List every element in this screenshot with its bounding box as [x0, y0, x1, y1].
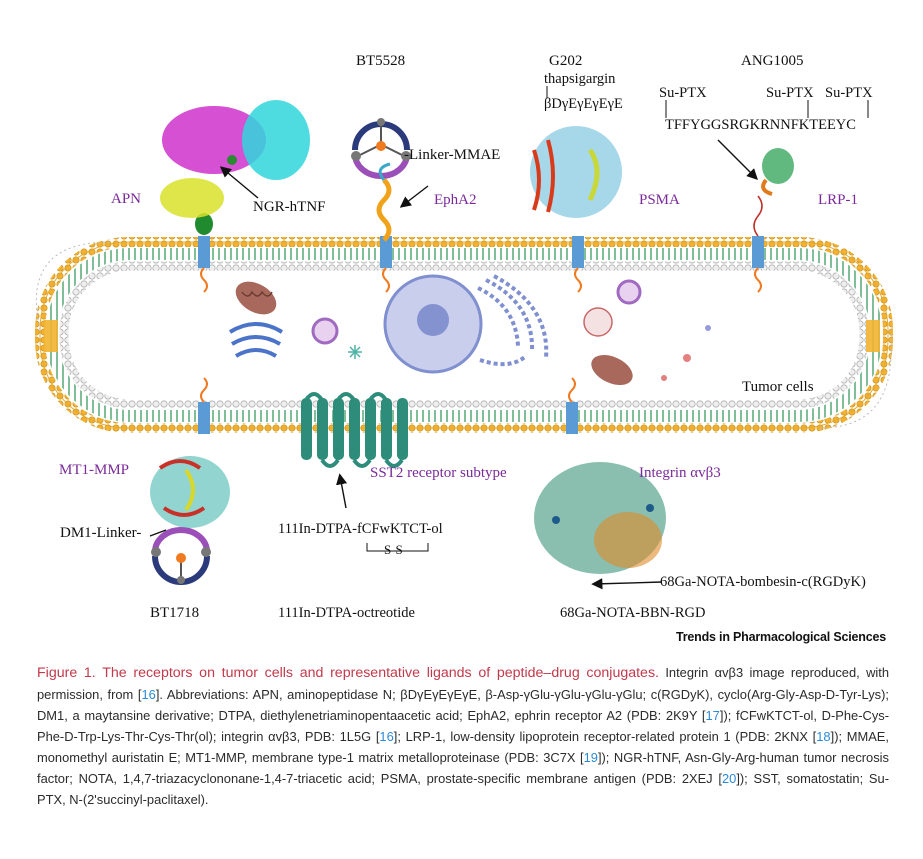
mt1mmp-protein-structure: [150, 456, 230, 528]
reference-link[interactable]: 17: [705, 708, 720, 723]
ligand-label-su-ptx: Su-PTX: [766, 85, 814, 101]
caption-text: ]; LRP-1, low-density lipoprotein recept…: [393, 729, 817, 744]
reference-link[interactable]: 16: [141, 687, 156, 702]
ligand-label-dm1-linker: DM1-Linker-: [60, 525, 142, 541]
caption-text: ]); fCFwKTCT-ol, D-Phe-Cys-Phe-D-Trp-Lys…: [37, 708, 890, 744]
centrosome: [348, 345, 362, 359]
caption-text: ]); SST, somatostatin; Su-PTX, N-(2'succ…: [37, 771, 889, 807]
mitochondrion-left: [235, 281, 277, 315]
arrow: [717, 139, 758, 180]
psma-receptor: [572, 236, 584, 293]
integrin-protein-structure: [534, 462, 666, 574]
reference-link[interactable]: 16: [379, 729, 394, 744]
caption-text: Integrin αvβ3 image reproduced, with per…: [37, 665, 889, 702]
bicyclic-peptide-bt1718: [151, 527, 211, 585]
caption-text: ]. Abbreviations: APN, aminopeptidase N;…: [37, 687, 889, 723]
sst2-receptor: [301, 392, 408, 468]
caption-text: ]); NGR-hTNF, Asn-Gly-Arg-human tumor ne…: [37, 750, 889, 786]
lrp1-receptor: [752, 195, 764, 293]
ligand-label-linker-mmae: -Linker-MMAE: [404, 147, 501, 163]
ligand-label-ang-sequence: TFFYGGSRGKRNNFKTEEYC: [665, 117, 856, 133]
caption-title: Figure 1. The receptors on tumor cells a…: [37, 665, 659, 681]
apn-protein-structure: [160, 100, 310, 218]
cell-label: Tumor cells: [742, 379, 814, 395]
ligand-label-thapsigargin: thapsigargin: [544, 71, 616, 87]
figure-panel: BT5528 G202 ANG1005 thapsigargin βDγEγEγ…: [35, 53, 893, 621]
caption-text: ]); MMAE, monomethyl auristatin E; MT1-M…: [37, 729, 889, 765]
receptor-label-psma: PSMA: [639, 192, 680, 208]
reference-link[interactable]: 19: [583, 750, 598, 765]
receptor-label-mt1mmp: MT1-MMP: [59, 462, 130, 478]
ligand-label-bdgegege: βDγEγEγEγE: [544, 96, 623, 112]
reference-link[interactable]: 18: [816, 729, 831, 744]
arrow: [399, 185, 429, 208]
mitochondrion-right: [591, 354, 633, 386]
cell-membrane: [35, 237, 893, 433]
epha2-receptor: [380, 236, 392, 293]
ligand-label-dtpa-peptide: 111In-DTPA-fCFwKTCT-ol: [278, 521, 443, 537]
receptor-label-lrp1: LRP-1: [818, 192, 859, 208]
arrow: [149, 529, 167, 537]
figure-caption: Figure 1. The receptors on tumor cells a…: [37, 662, 889, 810]
mt1mmp-receptor: [198, 377, 210, 434]
integrin-receptor: [566, 377, 578, 434]
receptor-label-integrin: Integrin αvβ3: [639, 465, 721, 481]
ligand-label-su-ptx: Su-PTX: [825, 85, 873, 101]
psma-protein-structure: [530, 126, 622, 218]
ligand-label-ga-bombesin: 68Ga-NOTA-bombesin-c(RGDyK): [660, 574, 866, 590]
drug-label-g202: G202: [549, 53, 583, 69]
disulfide-bracket: [366, 543, 429, 552]
vesicle: [616, 279, 642, 305]
drug-label-bbn-rgd: 68Ga-NOTA-BBN-RGD: [560, 605, 706, 621]
drug-label-bt1718: BT1718: [150, 605, 200, 621]
drug-label-ang1005: ANG1005: [741, 53, 804, 69]
golgi: [228, 322, 284, 358]
arrow: [336, 473, 348, 509]
receptor-label-apn: APN: [111, 191, 142, 207]
ligand-label-su-ptx: Su-PTX: [659, 85, 707, 101]
arrow: [219, 166, 259, 199]
vesicle: [311, 317, 339, 345]
arrow: [591, 578, 663, 590]
lrp1-protein-structure: [761, 148, 794, 196]
cell-illustration: [35, 86, 893, 590]
receptor-label-sst2: SST2 receptor subtype: [370, 465, 507, 481]
epha2-protein-structure: [376, 162, 392, 242]
su-ptx-connector: [665, 100, 869, 118]
drug-label-octreotide: 111In-DTPA-octreotide: [278, 605, 415, 621]
reference-link[interactable]: 20: [721, 771, 737, 786]
ligand-label-ss-bridge: S-S: [384, 542, 403, 557]
drug-label-bt5528: BT5528: [356, 53, 406, 69]
journal-name: Trends in Pharmacological Sciences: [676, 630, 886, 644]
ligand-label-ngr-htnf: NGR-hTNF: [253, 199, 326, 215]
receptor-label-epha2: EphA2: [434, 192, 477, 208]
apn-receptor: [195, 213, 213, 293]
nucleus: [383, 274, 549, 374]
lysosome: [583, 307, 613, 337]
